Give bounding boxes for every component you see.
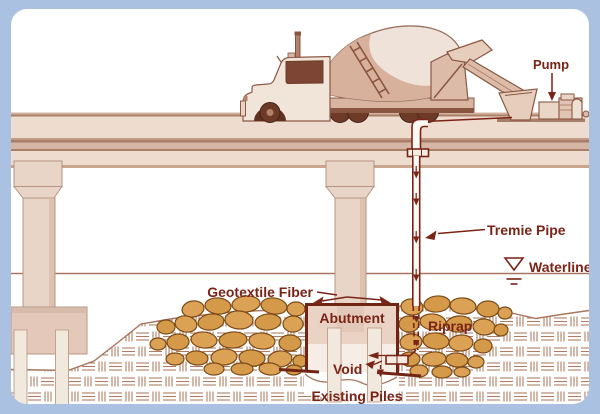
pump-hopper [498, 88, 538, 121]
geotextile-arrows [312, 291, 391, 306]
pump-label: Pump [533, 57, 569, 72]
cab-window [285, 60, 324, 85]
mixer-drum [316, 25, 469, 102]
truck-cab [240, 31, 331, 123]
concrete-pump [497, 88, 589, 122]
pump-feed-line [424, 116, 513, 123]
geotextile-fiber-label: Geotextile Fiber [207, 284, 313, 300]
tremie-pipe-arrow [425, 228, 486, 240]
waterline-label: Waterline [529, 259, 592, 275]
tremie-pipe [365, 116, 513, 377]
terrain-line [11, 304, 589, 372]
left-riprap [149, 295, 308, 376]
footing-piles [13, 329, 69, 404]
abutment [278, 303, 422, 403]
void-label: Void [333, 361, 362, 377]
existing-piles-label: Existing Piles [311, 388, 402, 404]
tremie-pipe-label: Tremie Pipe [487, 222, 566, 238]
pump-arrow [548, 73, 556, 101]
front-bumper [240, 100, 246, 117]
mixer-truck [240, 25, 524, 123]
waterline-symbol [503, 257, 525, 285]
annotations: Pump Tremie Pipe Waterline Geotextile Fi… [207, 57, 592, 404]
void-flow-arrows [365, 352, 385, 377]
discharge-chute [446, 39, 524, 100]
existing-piles [327, 327, 382, 403]
drum-ladder [349, 41, 390, 99]
flow-arrows [413, 166, 420, 347]
left-pier [12, 160, 63, 309]
riprap-label: Riprap [428, 318, 472, 334]
center-pier [324, 160, 375, 305]
pipe-flange [406, 148, 430, 158]
abutment-label: Abutment [319, 310, 385, 326]
pier-column-embedded [337, 304, 364, 332]
